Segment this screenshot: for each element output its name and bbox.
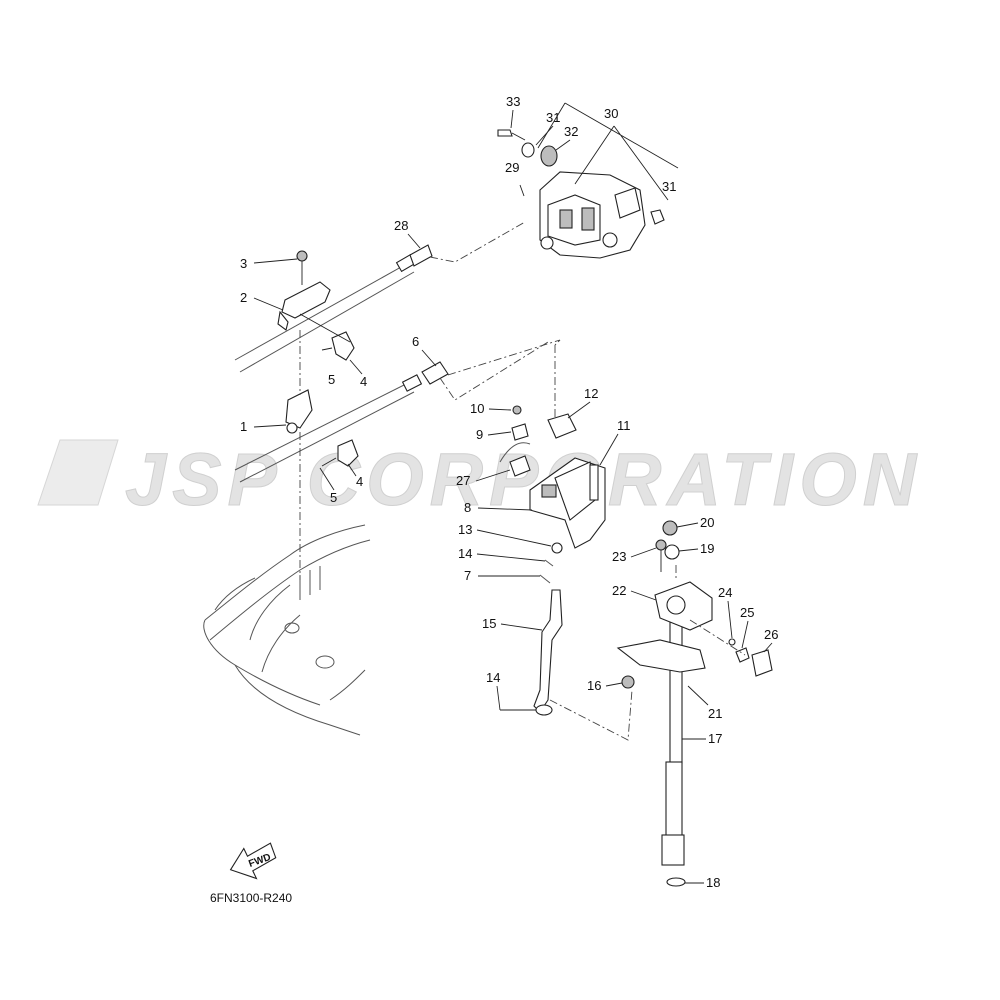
- bolt-33-shape: [497, 129, 513, 137]
- callout-13: 13: [458, 522, 472, 537]
- callout-26: 26: [764, 627, 778, 642]
- callout-16: 16: [587, 678, 601, 693]
- callout-17: 17: [708, 731, 722, 746]
- diagram-code: 6FN3100-R240: [210, 891, 292, 905]
- callout-20: 20: [700, 515, 714, 530]
- callout-24: 24: [718, 585, 732, 600]
- bolt-3-head: [296, 250, 308, 262]
- callout-4a: 4: [360, 374, 367, 389]
- callout-14b: 14: [486, 670, 500, 685]
- callout-32: 32: [564, 124, 578, 139]
- callout-14a: 14: [458, 546, 472, 561]
- callout-18: 18: [706, 875, 720, 890]
- callout-6: 6: [412, 334, 419, 349]
- washer-13-shape: [551, 542, 563, 554]
- fwd-arrow: FWD: [229, 842, 277, 880]
- bushing-31b-shape: [650, 209, 665, 225]
- control-shaft-assembly: [616, 520, 773, 887]
- callout-27: 27: [456, 473, 470, 488]
- callout-3: 3: [240, 256, 247, 271]
- callout-7: 7: [464, 568, 471, 583]
- callout-15: 15: [482, 616, 496, 631]
- bolt-23-head: [655, 539, 667, 551]
- callout-22: 22: [612, 583, 626, 598]
- callout-31a: 31: [546, 110, 560, 125]
- throttle-lever-assembly: [439, 339, 606, 549]
- callout-1: 1: [240, 419, 247, 434]
- nut-19-shape: [664, 544, 680, 560]
- ball-24-shape: [728, 638, 736, 646]
- bushing-31-shape: [521, 142, 535, 158]
- engine-cowling-outline: [203, 524, 371, 736]
- callout-30: 30: [604, 106, 618, 121]
- cable-bracket-assembly: [277, 250, 359, 580]
- bolt-26-shape: [751, 649, 773, 677]
- control-box-assembly: [429, 129, 665, 263]
- watermark: JSP CORPORATION: [37, 438, 922, 522]
- callout-10: 10: [470, 401, 484, 416]
- callout-25: 25: [740, 605, 754, 620]
- throttle-cable-lower: [234, 361, 449, 483]
- callout-29: 29: [505, 160, 519, 175]
- callout-9: 9: [476, 427, 483, 442]
- watermark-text: JSP CORPORATION: [125, 438, 922, 521]
- washer-20-shape: [662, 520, 678, 536]
- callout-11: 11: [617, 418, 631, 433]
- callout-31b: 31: [662, 179, 676, 194]
- callout-8: 8: [464, 500, 471, 515]
- shift-cable-upper: [234, 244, 433, 373]
- collar-32-shape: [540, 145, 558, 167]
- callout-28: 28: [394, 218, 408, 233]
- callout-23: 23: [612, 549, 626, 564]
- callout-19: 19: [700, 541, 714, 556]
- joint-28-shape: [409, 244, 433, 267]
- callout-5b: 5: [330, 490, 337, 505]
- nut-16-shape: [621, 675, 635, 689]
- callout-5a: 5: [328, 372, 335, 387]
- callout-4b: 4: [356, 474, 363, 489]
- spring-25-shape: [735, 647, 750, 663]
- callout-2: 2: [240, 290, 247, 305]
- callout-33: 33: [506, 94, 520, 109]
- o-ring-18-shape: [666, 877, 686, 887]
- joint-6-shape: [421, 361, 449, 385]
- callout-labels: 33 31 32 30 31 29 28 3 2 5 4 6 1 4 5 10 …: [240, 94, 778, 890]
- callout-21: 21: [708, 706, 722, 721]
- link-rod-assembly: [533, 542, 635, 741]
- callout-12: 12: [584, 386, 598, 401]
